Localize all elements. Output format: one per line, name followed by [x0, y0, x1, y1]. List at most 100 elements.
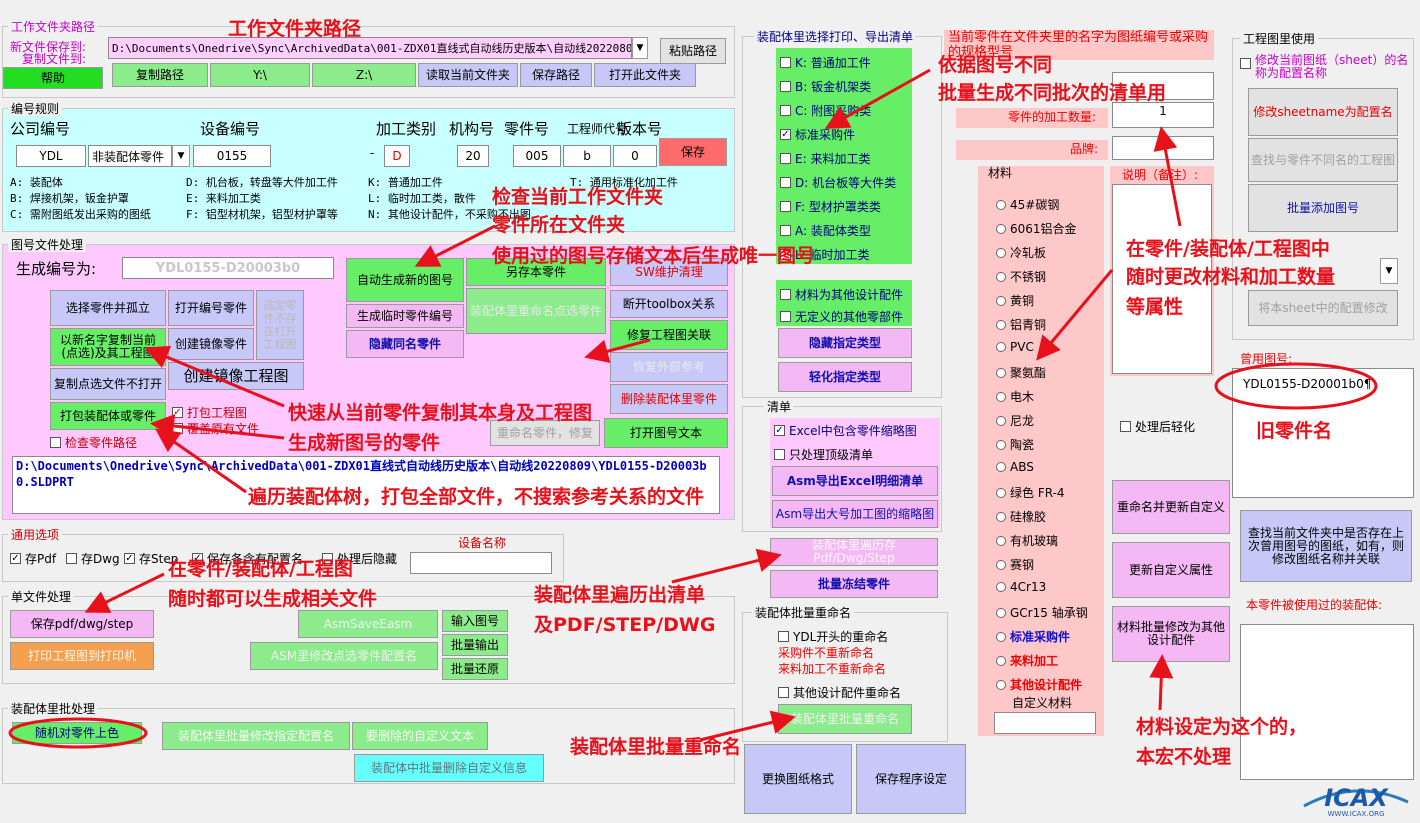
print-type-e[interactable]: E: 来料加工类 [780, 150, 870, 167]
batch-rename-button[interactable]: 装配体里批量重命名 [778, 704, 912, 734]
material-item[interactable]: 4Cr13 [996, 580, 1046, 594]
help-button[interactable]: 帮助 [3, 67, 103, 89]
pack-drawing-checkbox[interactable]: ✓打包工程图 [172, 404, 247, 421]
overwrite-checkbox[interactable]: 覆盖原有文件 [172, 420, 259, 437]
rename-selected-in-asm-button[interactable]: 装配体里重命名点选零件 [466, 288, 606, 334]
material-item[interactable]: 冷轧板 [996, 244, 1046, 261]
print-type-c[interactable]: C: 附图采购类 [780, 102, 871, 119]
print-type-k[interactable]: K: 普通加工件 [780, 54, 871, 71]
material-item[interactable]: ABS [996, 460, 1034, 474]
check-path-checkbox[interactable]: 检查零件路径 [50, 434, 137, 451]
ydl-rename-checkbox[interactable]: YDL开头的重命名 [778, 628, 888, 645]
other-rename-checkbox[interactable]: 其他设计配件重命名 [778, 684, 901, 701]
random-color-button[interactable]: 随机对零件上色 [12, 722, 142, 744]
read-folder-button[interactable]: 读取当前文件夹 [418, 63, 518, 87]
rename-sheet-button[interactable]: 修改sheetname为配置名 [1248, 88, 1398, 136]
material-other[interactable]: 其他设计配件 [996, 676, 1082, 693]
excel-thumb-checkbox[interactable]: ✓Excel中包含零件缩略图 [774, 422, 917, 439]
break-toolbox-button[interactable]: 断开toolbox关系 [610, 290, 728, 318]
hide-after-checkbox[interactable]: 处理后隐藏 [322, 550, 397, 567]
modify-sheet-cfg-button[interactable]: 将本sheet中的配置修改 [1248, 290, 1398, 326]
print-type-d[interactable]: D: 机台板等大件类 [780, 174, 896, 191]
path-dropdown-icon[interactable]: ▼ [632, 37, 648, 59]
material-item[interactable]: 不锈钢 [996, 268, 1046, 285]
batch-add-number-button[interactable]: 批量添加图号 [1248, 184, 1398, 232]
save-all-cfg-checkbox[interactable]: ✓保存各含有配置名 [192, 550, 303, 567]
material-item[interactable]: 聚氨酯 [996, 364, 1046, 381]
material-item[interactable]: 尼龙 [996, 412, 1034, 429]
custom-material-input[interactable] [994, 712, 1096, 734]
qty-input[interactable]: 1 [1112, 102, 1214, 128]
light-type-button[interactable]: 轻化指定类型 [778, 362, 912, 392]
undefined-parts-checkbox[interactable]: 无定义的其他零部件 [780, 308, 903, 325]
cfg-name-checkbox[interactable]: 修改当前图纸（sheet）的名称为配置名称 [1240, 54, 1410, 80]
light-after-checkbox[interactable]: 处理后轻化 [1120, 418, 1195, 435]
print-type-l[interactable]: L: 临时加工类 [780, 246, 870, 263]
material-item[interactable]: 陶瓷 [996, 436, 1034, 453]
temp-number-button[interactable]: 生成临时零件编号 [346, 304, 464, 328]
save-path-button[interactable]: 保存路径 [520, 63, 592, 87]
open-drawing-if-missing-button[interactable]: 选定零件不存在打开工程图 [256, 290, 304, 360]
mech-input[interactable]: 20 [457, 145, 489, 167]
export-excel-button[interactable]: Asm导出Excel明细清单 [772, 466, 938, 496]
material-standard[interactable]: 标准采购件 [996, 628, 1070, 645]
numbering-save-button[interactable]: 保存 [659, 138, 727, 166]
kind-dropdown-icon[interactable]: ▼ [172, 145, 190, 167]
save-dwg-checkbox[interactable]: 存Dwg [66, 550, 120, 567]
material-item[interactable]: 黄铜 [996, 292, 1034, 309]
create-mirror-part-button[interactable]: 创建镜像零件 [168, 328, 254, 360]
material-item[interactable]: 6061铝合金 [996, 220, 1077, 237]
other-parts-checkbox[interactable]: 材料为其他设计配件 [780, 286, 903, 303]
copy-with-new-name-button[interactable]: 以新名字复制当前(点选)及其工程图 [50, 328, 166, 366]
change-format-button[interactable]: 更换图纸格式 [744, 744, 852, 814]
traverse-save-button[interactable]: 装配体里遍历存Pdf/Dwg/Step [770, 538, 938, 566]
save-settings-button[interactable]: 保存程序设定 [856, 744, 966, 814]
material-incoming[interactable]: 来料加工 [996, 652, 1058, 669]
material-item[interactable]: 赛钢 [996, 556, 1034, 573]
part-input[interactable]: 005 [513, 145, 561, 167]
select-isolate-button[interactable]: 选择零件并孤立 [50, 290, 166, 326]
paste-path-button[interactable]: 粘贴路径 [660, 38, 726, 64]
type-input[interactable]: D [384, 145, 410, 167]
open-number-text-button[interactable]: 打开图号文本 [604, 418, 728, 448]
asm-save-easm-button[interactable]: AsmSaveEasm [298, 610, 438, 638]
brand-input[interactable] [1112, 136, 1214, 160]
print-drawing-button[interactable]: 打印工程图到打印机 [10, 642, 154, 670]
delete-parts-in-asm-button[interactable]: 删除装配体里零件 [610, 384, 728, 414]
batch-output-button[interactable]: 批量输出 [442, 634, 508, 656]
material-item[interactable]: 有机玻璃 [996, 532, 1058, 549]
device-input[interactable]: 0155 [193, 145, 271, 167]
batch-restore-button[interactable]: 批量还原 [442, 658, 508, 680]
gen-value-input[interactable]: YDL0155-D20003b0 [122, 257, 334, 279]
print-type-b[interactable]: B: 钣金机架类 [780, 78, 871, 95]
work-folder-path-input[interactable]: D:\Documents\Onedrive\Sync\ArchivedData\… [108, 37, 632, 59]
top-only-checkbox[interactable]: 只处理顶级清单 [774, 446, 873, 463]
print-type-f[interactable]: F: 型材护罩类类 [780, 198, 881, 215]
asm-modify-cfg-button[interactable]: ASM里修改点选零件配置名 [250, 642, 438, 670]
hide-same-name-button[interactable]: 隐藏同名零件 [346, 330, 464, 358]
find-used-number-button[interactable]: 查找当前文件夹中是否存在上次曾用图号的图纸，如有，则修改图纸名称并关联 [1240, 510, 1412, 582]
engineer-input[interactable]: b [563, 145, 611, 167]
find-diff-drawing-button[interactable]: 查找与零件不同名的工程图 [1248, 138, 1398, 182]
batch-delete-custom-button[interactable]: 装配体中批量删除自定义信息 [354, 754, 544, 782]
material-item[interactable]: GCr15 轴承钢 [996, 604, 1088, 621]
auto-generate-number-button[interactable]: 自动生成新的图号 [346, 258, 464, 302]
version-input[interactable]: 0 [613, 145, 657, 167]
material-item[interactable]: PVC [996, 340, 1034, 354]
material-item[interactable]: 绿色 FR-4 [996, 484, 1065, 501]
material-item[interactable]: 铝青铜 [996, 316, 1046, 333]
part-name-input[interactable] [1112, 72, 1214, 100]
material-item[interactable]: 硅橡胶 [996, 508, 1046, 525]
material-item[interactable]: 45#碳钢 [996, 196, 1059, 213]
material-item[interactable]: 电木 [996, 388, 1034, 405]
open-numbered-part-button[interactable]: 打开编号零件 [168, 290, 254, 326]
save-step-checkbox[interactable]: ✓存Step [124, 550, 178, 567]
input-number-button[interactable]: 输入图号 [442, 610, 508, 632]
repair-drawing-link-button[interactable]: 修复工程图关联 [610, 320, 728, 350]
y-drive-button[interactable]: Y:\ [210, 63, 310, 87]
pack-assembly-button[interactable]: 打包装配体或零件 [50, 402, 166, 430]
print-type-standard[interactable]: ✓标准采购件 [780, 126, 855, 143]
export-big-thumb-button[interactable]: Asm导出大号加工图的缩略图 [772, 500, 938, 528]
hide-type-button[interactable]: 隐藏指定类型 [778, 328, 912, 358]
rename-repair-button[interactable]: 重命名零件，修复 [490, 420, 600, 446]
